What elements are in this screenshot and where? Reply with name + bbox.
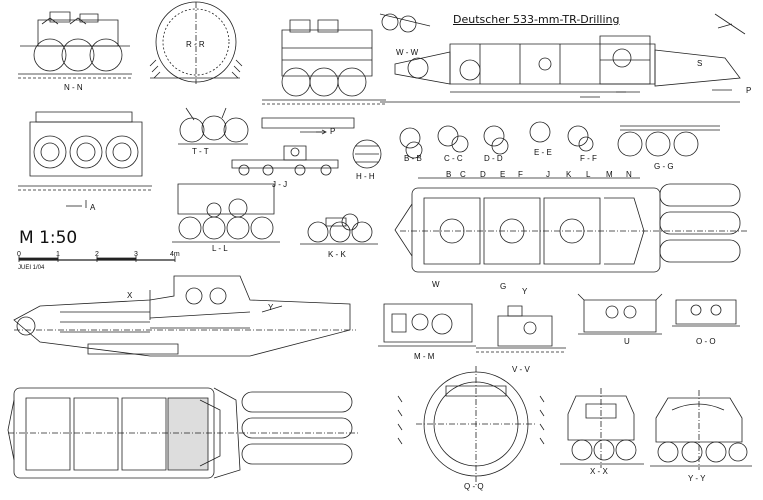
section-n-n bbox=[18, 12, 132, 78]
plan-marker-l: L bbox=[586, 170, 591, 179]
label-b-b: B - B bbox=[404, 154, 422, 163]
label-s: S bbox=[697, 59, 703, 68]
label-t-t: T - T bbox=[192, 147, 209, 156]
section-j-j bbox=[232, 146, 338, 175]
label-c-c: C - C bbox=[444, 154, 463, 163]
label-x-x: X - X bbox=[590, 467, 608, 476]
label-a: A bbox=[90, 203, 96, 212]
label-g-g: G - G bbox=[654, 162, 674, 171]
section-q-q bbox=[398, 366, 544, 486]
section-u bbox=[578, 294, 662, 334]
section-m-m bbox=[378, 304, 476, 346]
side-view-mid-left bbox=[18, 112, 152, 208]
section-h-h bbox=[353, 140, 381, 168]
scale-tick-2: 2 bbox=[95, 251, 99, 258]
label-k-k: K - K bbox=[328, 250, 346, 259]
plan-marker-j: J bbox=[546, 170, 550, 179]
plan-marker-m: M bbox=[606, 170, 613, 179]
label-y: Y bbox=[268, 303, 274, 312]
scale-tick-1: 1 bbox=[56, 251, 60, 258]
plan-view-bottom bbox=[8, 388, 360, 478]
plan-marker-k: K bbox=[566, 170, 572, 179]
label-u: U bbox=[624, 337, 630, 346]
scale-label: M 1:50 bbox=[19, 228, 78, 248]
author-initials: JUEI 1/04 bbox=[18, 265, 45, 271]
label-y-y: Y - Y bbox=[688, 474, 706, 483]
section-p bbox=[262, 118, 354, 134]
scale-tick-4: 4m bbox=[170, 251, 180, 258]
section-y-y bbox=[650, 390, 752, 470]
scale-tick-0: 0 bbox=[17, 251, 21, 258]
plan-marker-d: D bbox=[480, 170, 486, 179]
label-q-q: Q - Q bbox=[464, 482, 484, 491]
label-e-e: E - E bbox=[534, 148, 552, 157]
label-v-v: V - V bbox=[512, 365, 530, 374]
side-view-main bbox=[380, 14, 745, 102]
cut-arrows bbox=[66, 90, 732, 206]
plan-view-top bbox=[395, 178, 748, 272]
plan-marker-b: B bbox=[446, 170, 452, 179]
section-x-x bbox=[560, 388, 644, 468]
label-m-m: M - M bbox=[414, 352, 435, 361]
section-v-v bbox=[476, 306, 566, 352]
label-h-h: H - H bbox=[356, 172, 375, 181]
section-k-k bbox=[300, 214, 378, 244]
drawing-title: Deutscher 533-mm-TR-Drilling bbox=[453, 13, 620, 26]
plan-marker-c: C bbox=[460, 170, 466, 179]
scale-tick-3: 3 bbox=[134, 251, 138, 258]
label-p-mid: P bbox=[330, 127, 336, 136]
plan-marker-f: F bbox=[518, 170, 523, 179]
label-w-w: W - W bbox=[396, 48, 419, 57]
label-r-r: R - R bbox=[186, 40, 205, 49]
label-n-n: N - N bbox=[64, 83, 83, 92]
section-r-r bbox=[150, 2, 242, 84]
plan-marker-e: E bbox=[500, 170, 506, 179]
plan-marker-n: N bbox=[626, 170, 632, 179]
scale-bar bbox=[19, 256, 175, 262]
side-view-long bbox=[14, 276, 356, 356]
section-l-l bbox=[172, 184, 280, 242]
label-f-f: F - F bbox=[580, 154, 597, 163]
plan-marker-w: W bbox=[432, 280, 440, 289]
label-d-d: D - D bbox=[484, 154, 503, 163]
section-o-o bbox=[672, 300, 740, 326]
label-j-j: J - J bbox=[272, 180, 288, 189]
label-o-o: O - O bbox=[696, 337, 716, 346]
section-t-t bbox=[178, 108, 248, 144]
plan-marker-y: Y bbox=[522, 287, 528, 296]
label-p-top: P bbox=[746, 86, 752, 95]
label-l-l: L - L bbox=[212, 244, 228, 253]
small-sections-row bbox=[400, 122, 720, 158]
label-x: X bbox=[127, 291, 133, 300]
side-view-top bbox=[262, 20, 386, 104]
plan-marker-g: G bbox=[500, 282, 507, 291]
